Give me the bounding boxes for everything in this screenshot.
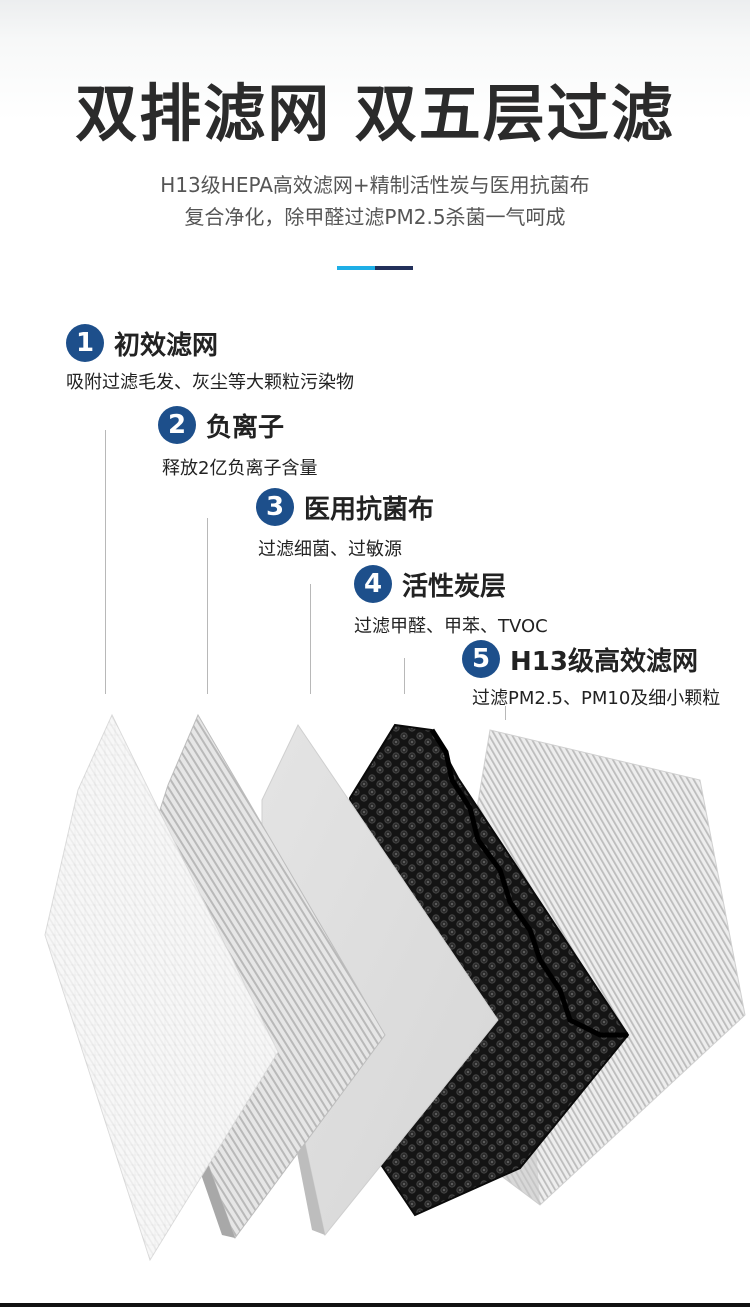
layer-1-heading: 1 初效滤网 [66,324,218,362]
layer-2-name: 负离子 [206,412,285,443]
layer-3-number-badge: 3 [256,488,294,526]
subtitle-line-1: H13级HEPA高效滤网+精制活性炭与医用抗菌布 [160,173,590,197]
accent-bar-dark [375,266,413,270]
bottom-border [0,1303,750,1307]
layer-5-name: H13级高效滤网 [510,646,698,677]
header-background [0,0,750,330]
layer-4-leader-line [404,658,405,694]
layer-2-number-badge: 2 [158,406,196,444]
page-title: 双排滤网 双五层过滤 [75,77,675,150]
layer-1-filter-shape [44,713,279,1262]
filter-layers-illustration [44,713,746,1262]
layer-4-description: 过滤甲醛、甲苯、TVOC [354,616,548,637]
layer-5-leader-line [505,706,506,720]
layer-4-name: 活性炭层 [402,571,507,602]
layer-3-name: 医用抗菌布 [304,494,435,525]
layer-2-description: 释放2亿负离子含量 [162,458,318,479]
accent-bar-light [337,266,375,270]
layer-3-description: 过滤细菌、过敏源 [258,539,402,560]
layer-1-name: 初效滤网 [114,330,219,361]
layer-4-number-badge: 4 [354,565,392,603]
layer-5-description: 过滤PM2.5、PM10及细小颗粒 [472,688,721,709]
layer-5-number-badge: 5 [462,640,500,678]
layer-5-heading: 5 H13级高效滤网 [462,640,698,678]
layer-2-heading: 2 负离子 [158,406,284,444]
layer-1-number-badge: 1 [66,324,104,362]
subtitle-line-2: 复合净化，除甲醛过滤PM2.5杀菌一气呵成 [184,205,566,229]
layer-1-description: 吸附过滤毛发、灰尘等大颗粒污染物 [66,372,354,393]
layer-1-leader-line [105,430,106,694]
layer-3-heading: 3 医用抗菌布 [256,488,434,526]
layer-4-heading: 4 活性炭层 [354,565,506,603]
layer-2-leader-line [207,518,208,694]
layer-3-leader-line [310,584,311,694]
